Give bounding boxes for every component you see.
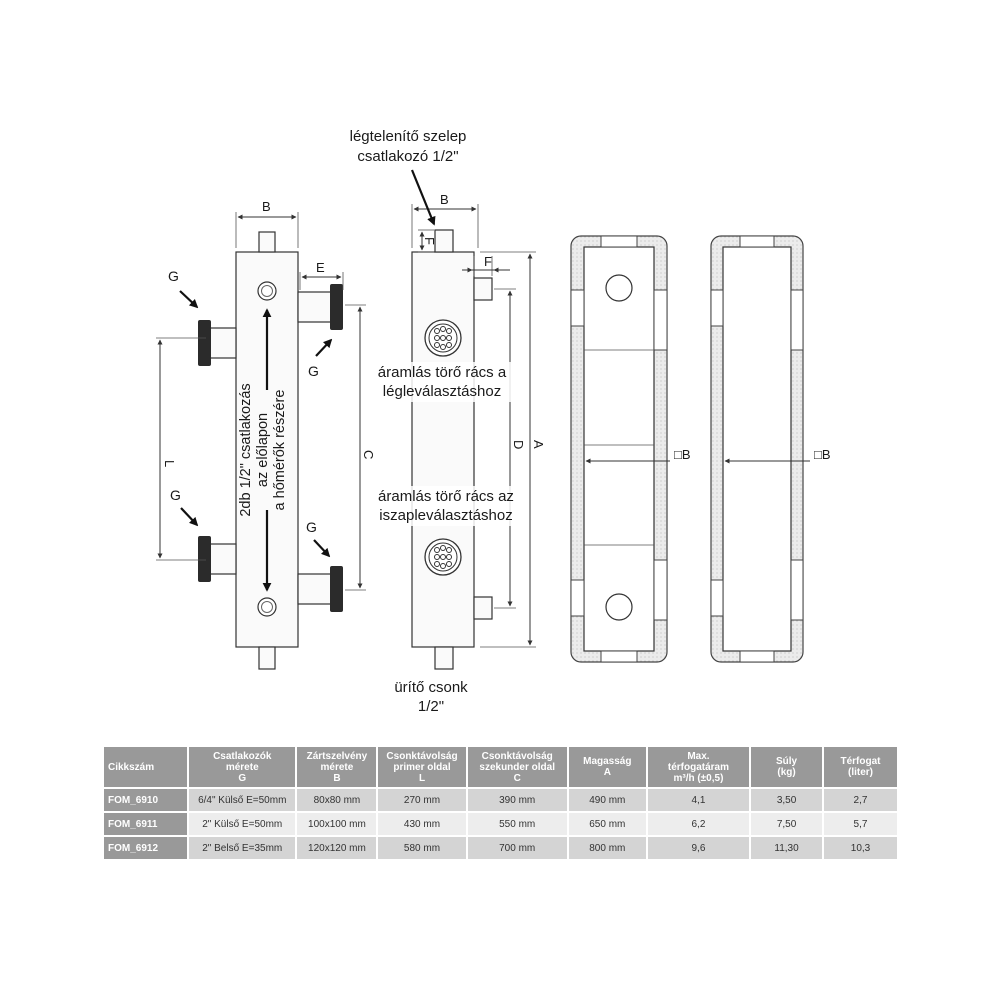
table-cell: 580 mm (378, 837, 466, 859)
box-B-label-2: □B (814, 447, 831, 462)
table-cell: 2,7 (824, 789, 897, 811)
box-B-label-1: □B (674, 447, 691, 462)
drain-callout-line-2: 1/2" (418, 698, 444, 715)
table-cell: 2" Külső E=50mm (189, 813, 296, 835)
thermo-annotation: 2db 1/2" csatlakozás az előlapon a hőmér… (238, 383, 288, 516)
primary-nipple-top (207, 327, 237, 359)
table-cell: 650 mm (568, 813, 646, 835)
col-header-weight: Súly(kg) (751, 747, 822, 787)
sludge-grid-callout-line-2: iszapleválasztáshoz (379, 507, 512, 524)
dim-label-D: D (511, 440, 526, 449)
table-cell: FOM_6910 (104, 789, 188, 811)
side-drain-stub (434, 646, 454, 670)
insulation-hole-bottom (605, 593, 633, 621)
col-header-volume: Térfogat(liter) (824, 747, 897, 787)
table-row: FOM_6912 2" Belső E=35mm 120x120 mm 580 … (104, 837, 897, 859)
insulation-hole-top (605, 274, 633, 302)
insulation-view-front: □B (570, 235, 691, 663)
thermo-port-top (257, 281, 277, 301)
table-row: FOM_6911 2" Külső E=50mm 100x100 mm 430 … (104, 813, 897, 835)
thermo-line-3: a hőmérők részére (272, 390, 288, 511)
front-top-stub (258, 231, 276, 253)
primary-thread-top (198, 320, 211, 366)
table-cell: 4,1 (647, 789, 750, 811)
table-cell: 11,30 (751, 837, 822, 859)
table-cell: 10,3 (824, 837, 897, 859)
dim-label-L: L (162, 460, 177, 467)
insulation-view-back: □B (710, 235, 831, 663)
g-label-3: G (170, 487, 181, 503)
table-cell: 6,2 (647, 813, 750, 835)
dim-label-E: E (316, 260, 325, 275)
thermo-line-1: 2db 1/2" csatlakozás (238, 383, 254, 516)
front-bottom-stub (258, 646, 276, 670)
g-label-4: G (306, 519, 317, 535)
g-label-1: G (168, 268, 179, 284)
drain-callout-line-1: ürítő csonk (394, 679, 468, 696)
side-vent-stub (434, 229, 454, 253)
secondary-nipple-bottom (297, 573, 335, 605)
table-row: FOM_6910 6/4" Külső E=50mm 80x80 mm 270 … (104, 789, 897, 811)
g-label-2: G (308, 363, 319, 379)
vent-callout-line-2: csatlakozó 1/2" (357, 148, 458, 165)
technical-drawing: B E L C G G G G 2db 1/2" csatlakozás az … (156, 128, 831, 715)
thermo-port-bottom (257, 597, 277, 617)
table-cell: 120x120 mm (297, 837, 377, 859)
side-top-port (473, 277, 493, 301)
thermo-line-2: az előlapon (255, 413, 271, 487)
air-grid-callout-line-1: áramlás törő rács a (378, 364, 507, 381)
vent-callout-line-1: légtelenítő szelep (350, 128, 467, 145)
front-view: B E L C G G G G 2db 1/2" csatlakozás az … (156, 199, 376, 670)
dim-label-F-small: F (422, 237, 437, 245)
dim-label-A: A (531, 440, 546, 449)
secondary-thread-bottom (330, 566, 343, 612)
dim-label-B-side: B (440, 192, 449, 207)
col-header-code: Cikkszám (104, 747, 188, 787)
table-cell: FOM_6911 (104, 813, 188, 835)
dim-label-F: F (484, 254, 492, 269)
primary-nipple-bottom (207, 543, 237, 575)
secondary-thread-top (330, 284, 343, 330)
side-view-body (411, 251, 475, 648)
side-view: B F F D A légtelenítő szelep csatlakozó … (350, 128, 546, 715)
table-cell: 270 mm (378, 789, 466, 811)
table-cell: 6/4" Külső E=50mm (189, 789, 296, 811)
sludge-grid (424, 538, 462, 576)
sludge-grid-callout-line-1: áramlás törő rács az (378, 488, 514, 505)
table-cell: 490 mm (568, 789, 646, 811)
table-cell: 800 mm (568, 837, 646, 859)
primary-thread-bottom (198, 536, 211, 582)
table-cell: FOM_6912 (104, 837, 188, 859)
table-cell: 9,6 (647, 837, 750, 859)
table-cell: 700 mm (467, 837, 567, 859)
table-cell: 390 mm (467, 789, 567, 811)
dim-label-C: C (361, 450, 376, 459)
table-cell: 5,7 (824, 813, 897, 835)
table-cell: 550 mm (467, 813, 567, 835)
dim-label-B-front: B (262, 199, 271, 214)
table-cell: 430 mm (378, 813, 466, 835)
table-cell: 3,50 (751, 789, 822, 811)
table-cell: 2" Belső E=35mm (189, 837, 296, 859)
table-cell: 100x100 mm (297, 813, 377, 835)
side-bottom-port (473, 596, 493, 620)
table-cell: 80x80 mm (297, 789, 377, 811)
secondary-nipple-top (297, 291, 335, 323)
air-grid (424, 319, 462, 357)
air-grid-callout-line-2: légleválasztáshoz (383, 383, 501, 400)
table-cell: 7,50 (751, 813, 822, 835)
